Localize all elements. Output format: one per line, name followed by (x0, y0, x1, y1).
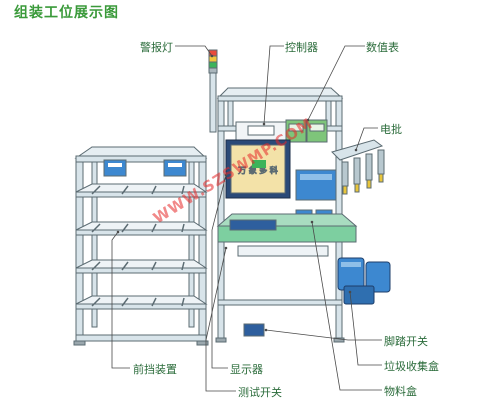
alarm-light-pole (209, 71, 217, 133)
rack-upright-front-left (75, 157, 84, 344)
workbench: 万 象 多 科 (208, 49, 358, 343)
waste-boxes (337, 257, 391, 305)
shelf-rack (73, 146, 209, 346)
rack-top-rail (75, 155, 207, 163)
label-screwdriver: 电批 (380, 123, 402, 136)
foot-switch (243, 323, 265, 337)
rack-bin-right (163, 159, 187, 177)
monitor: 万 象 多 科 (225, 139, 291, 199)
label-foot-switch: 脚踏开关 (384, 335, 428, 348)
label-display: 显示器 (230, 363, 263, 376)
meters (285, 119, 328, 143)
diagram-title: 组装工位展示图 (14, 5, 119, 21)
label-material-box: 物料盒 (384, 385, 417, 398)
rack-bin-left (103, 159, 127, 177)
label-meter: 数值表 (366, 41, 399, 54)
leader-lines (111, 45, 382, 392)
label-controller: 控制器 (285, 41, 318, 54)
screwdriver-tools (341, 149, 385, 195)
label-test-switch: 测试开关 (238, 386, 282, 399)
bench-tray (229, 219, 277, 231)
rack-shelves (75, 183, 208, 342)
rack-roller-rails (91, 185, 185, 307)
label-front-guard: 前挡装置 (133, 363, 177, 376)
label-alarm-light: 警报灯 (140, 41, 173, 54)
label-waste-box: 垃圾收集盒 (384, 360, 439, 373)
bench-lower-rail (217, 299, 343, 306)
svg-text:万 象 多 科: 万 象 多 科 (238, 165, 278, 175)
